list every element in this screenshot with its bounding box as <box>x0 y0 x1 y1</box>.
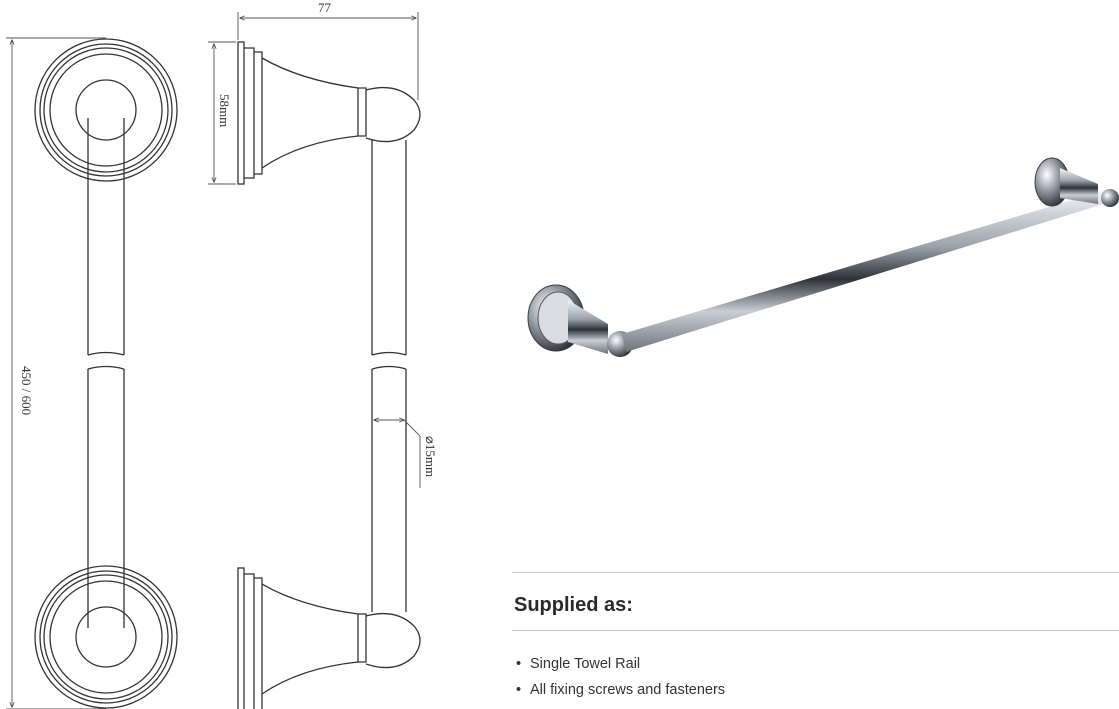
length-dimension-label: 450 / 600 <box>19 366 34 415</box>
technical-drawing: 77 58mm 450 / 600 ⌀15mm <box>6 0 438 709</box>
front-view-top-rose <box>34 38 178 182</box>
right-wall-mount <box>1034 157 1119 207</box>
list-item: All fixing screws and fasteners <box>516 677 1119 703</box>
list-item: Single Towel Rail <box>516 651 1119 677</box>
front-view-bottom-rose <box>34 565 178 709</box>
front-view-bar <box>87 118 125 628</box>
depth-dimension-label: 58mm <box>217 94 232 127</box>
side-view-bar <box>371 140 407 612</box>
section-divider-top <box>512 572 1119 573</box>
supplied-section: Supplied as: Single Towel Rail All fixin… <box>512 572 1119 703</box>
section-divider-bottom <box>512 630 1119 631</box>
supplied-list: Single Towel Rail All fixing screws and … <box>512 631 1119 703</box>
side-view-top-bracket <box>237 41 421 185</box>
supplied-heading: Supplied as: <box>514 594 633 616</box>
left-wall-mount <box>527 284 633 357</box>
width-dimension-label: 77 <box>318 0 332 15</box>
side-view-bottom-bracket <box>237 567 421 709</box>
bar-diameter-label: ⌀15mm <box>423 436 438 477</box>
towel-rail-bar <box>622 190 1110 352</box>
product-photo <box>527 157 1119 357</box>
